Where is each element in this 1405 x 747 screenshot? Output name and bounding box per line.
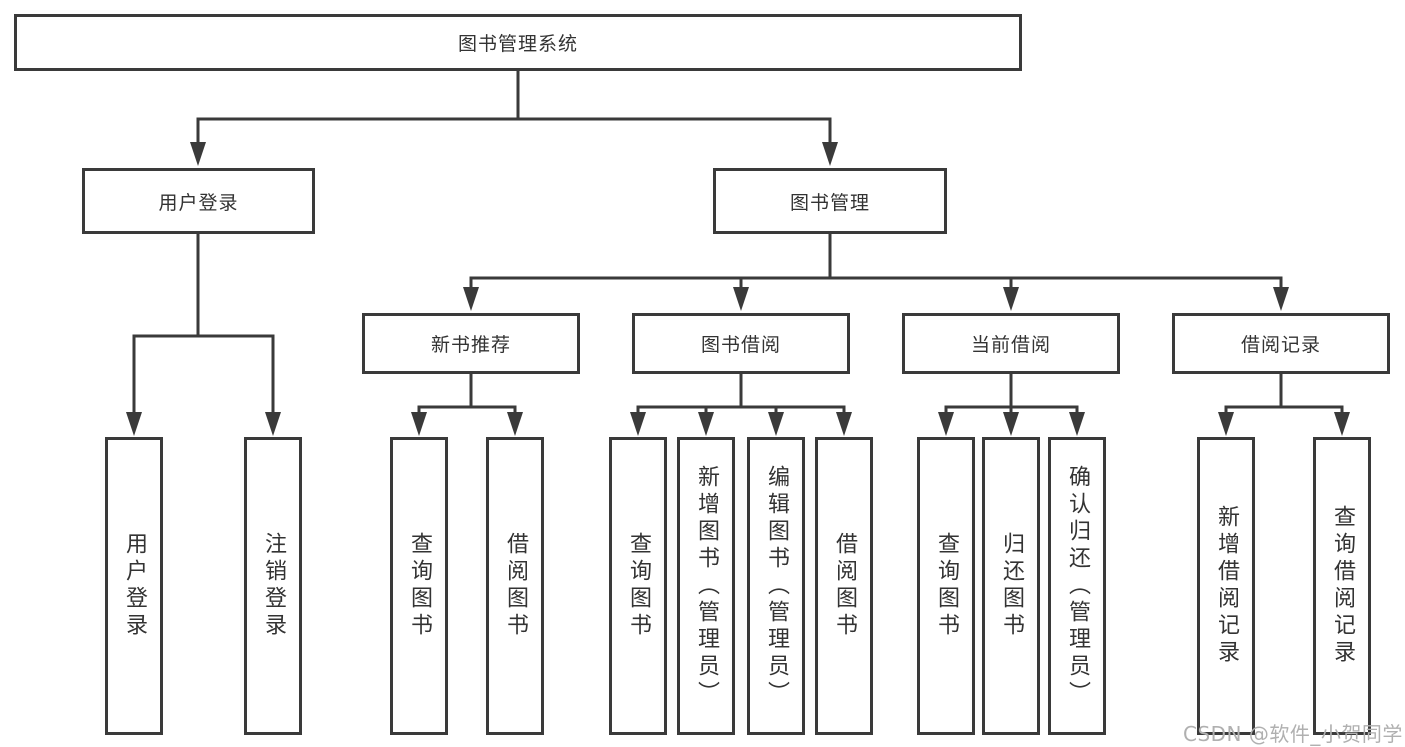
- leaf-user-login: 用户登录: [105, 437, 163, 735]
- node-label: 查询图书: [407, 532, 432, 640]
- node-label: 当前借阅: [970, 334, 1051, 356]
- node-label: 确认归还（管理员）: [1065, 464, 1090, 708]
- node-current-borrowing: 当前借阅: [902, 313, 1120, 374]
- node-new-book-recommendation: 新书推荐: [362, 313, 580, 374]
- node-label: 用户登录: [158, 191, 239, 214]
- leaf-return-book: 归还图书: [982, 437, 1040, 735]
- node-label: 借阅图书: [503, 532, 528, 640]
- watermark: CSDN @软件_小贺同学: [1183, 722, 1403, 746]
- connector-user-login-children: [126, 234, 281, 436]
- node-label: 借阅记录: [1240, 334, 1321, 356]
- node-label: 归还图书: [999, 532, 1024, 640]
- leaf-logout: 注销登录: [244, 437, 302, 735]
- connector-new-book-recommendation-children: [411, 374, 523, 436]
- node-label: 注销登录: [261, 532, 286, 640]
- leaf-borrow-books: 借阅图书: [815, 437, 873, 735]
- node-label: 新增图书（管理员）: [694, 464, 719, 708]
- node-label: 用户登录: [122, 532, 147, 640]
- connector-root-to-level2: [190, 71, 838, 166]
- leaf-borrow-books-recommend: 借阅图书: [486, 437, 544, 735]
- node-borrowing-records: 借阅记录: [1172, 313, 1390, 374]
- node-user-login: 用户登录: [82, 168, 315, 234]
- node-label: 图书借阅: [700, 334, 781, 356]
- leaf-edit-book-admin: 编辑图书（管理员）: [747, 437, 805, 735]
- node-label: 图书管理系统: [457, 33, 578, 55]
- node-label: 新书推荐: [430, 334, 511, 356]
- node-root-system: 图书管理系统: [14, 14, 1022, 71]
- connector-book-management-children: [463, 234, 1289, 311]
- leaf-query-books-recommend: 查询图书: [390, 437, 448, 735]
- leaf-query-borrow-record: 查询借阅记录: [1313, 437, 1371, 735]
- node-label: 编辑图书（管理员）: [764, 464, 789, 708]
- node-label: 借阅图书: [832, 532, 857, 640]
- node-label: 新增借阅记录: [1214, 505, 1239, 667]
- node-book-borrowing: 图书借阅: [632, 313, 850, 374]
- leaf-confirm-return-admin: 确认归还（管理员）: [1048, 437, 1106, 735]
- node-label: 查询借阅记录: [1330, 505, 1355, 667]
- leaf-add-book-admin: 新增图书（管理员）: [677, 437, 735, 735]
- leaf-query-books-current: 查询图书: [917, 437, 975, 735]
- leaf-add-borrow-record: 新增借阅记录: [1197, 437, 1255, 735]
- connector-borrowing-records-children: [1218, 374, 1350, 436]
- node-label: 查询图书: [934, 532, 959, 640]
- node-book-management: 图书管理: [713, 168, 947, 234]
- connector-current-borrowing-children: [938, 374, 1085, 436]
- node-label: 图书管理: [789, 191, 870, 214]
- connector-book-borrowing-children: [630, 374, 852, 436]
- node-label: 查询图书: [626, 532, 651, 640]
- leaf-query-books-borrow: 查询图书: [609, 437, 667, 735]
